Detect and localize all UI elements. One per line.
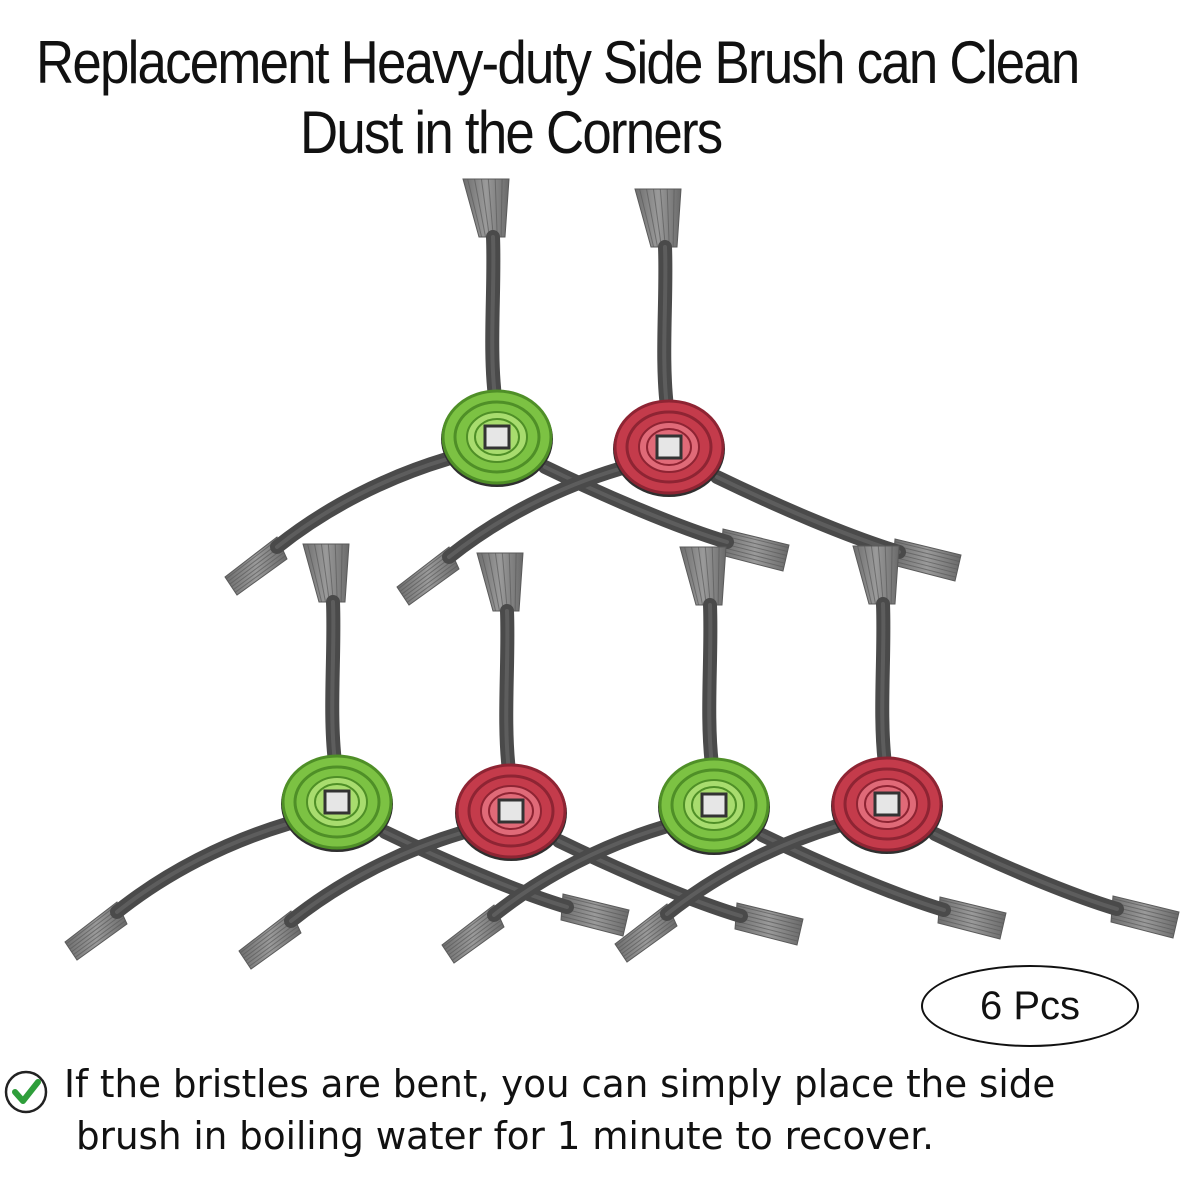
headline-line-2: Dust in the Corners — [300, 99, 723, 166]
green-brush-hub — [281, 754, 393, 852]
side-brush — [64, 543, 630, 961]
brush-arm — [302, 543, 350, 769]
side-brush — [396, 188, 962, 606]
brush-arm — [64, 817, 294, 961]
side-brush — [614, 545, 1180, 963]
side-brush — [224, 178, 790, 596]
brush-arm — [614, 819, 844, 963]
quantity-label: 6 Pcs — [979, 983, 1081, 1028]
brush-arm — [538, 460, 790, 572]
brush-arm — [378, 825, 630, 937]
brush-arm — [476, 552, 524, 778]
brush-arm — [928, 827, 1180, 939]
brush-arm — [441, 820, 671, 964]
red-brush-hub — [613, 399, 725, 497]
green-brush-hub — [658, 757, 770, 855]
brush-arm — [710, 470, 962, 582]
brush-arm — [224, 452, 454, 596]
brush-arm — [679, 546, 727, 772]
brush-arm — [238, 826, 468, 970]
care-tip-line-2: brush in boiling water for 1 minute to r… — [76, 1114, 934, 1158]
red-brush-hub — [455, 763, 567, 861]
brush-arm — [634, 188, 682, 414]
side-brush — [441, 546, 1007, 964]
brush-arm — [396, 462, 626, 606]
red-brush-hub — [831, 756, 943, 854]
brush-arm — [852, 545, 900, 771]
side-brush — [238, 552, 804, 970]
green-brush-hub — [441, 389, 553, 487]
brush-arm — [462, 178, 510, 404]
green-check-circle-icon — [4, 1070, 48, 1114]
quantity-badge: 6 Pcs — [921, 965, 1139, 1047]
care-tip-line-1: If the bristles are bent, you can simply… — [64, 1062, 1056, 1106]
headline-line-1: Replacement Heavy-duty Side Brush can Cl… — [36, 29, 1080, 96]
